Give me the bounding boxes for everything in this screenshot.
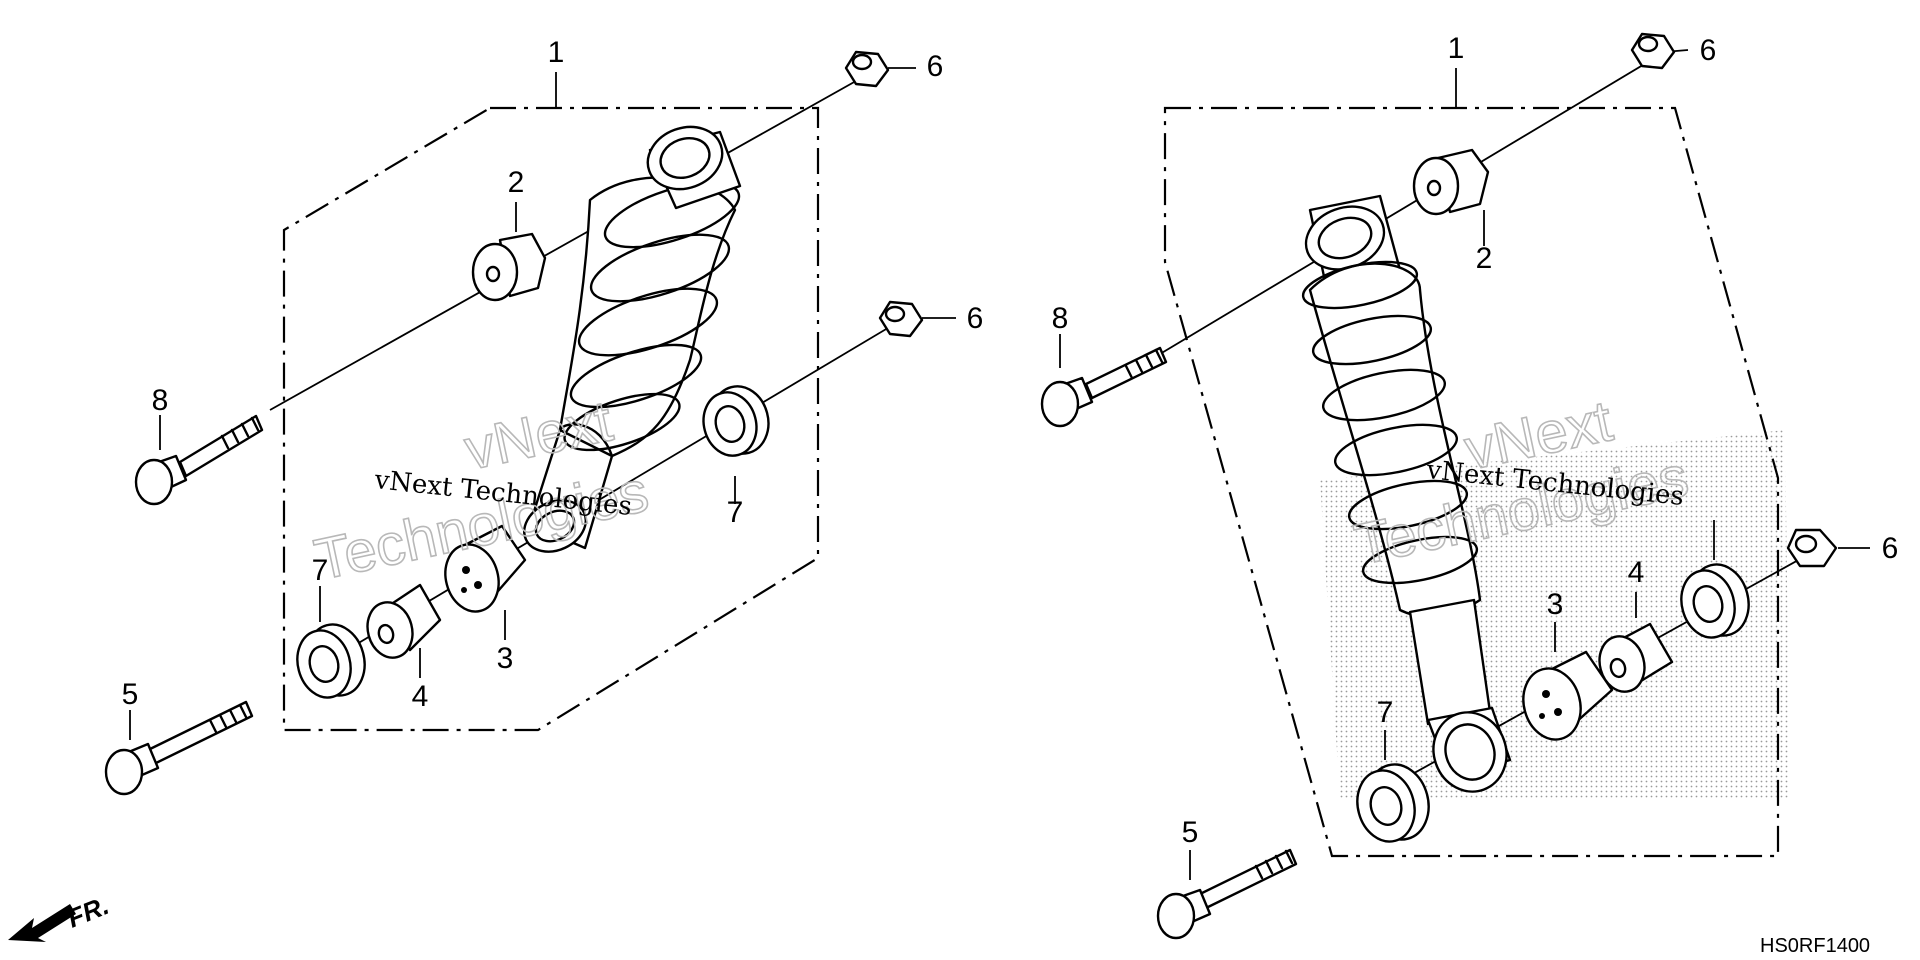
- left-label-4: 4: [412, 680, 429, 713]
- left-shock-absorber: [523, 125, 742, 553]
- right-bolt-5: [1156, 848, 1298, 940]
- right-label-6-top: 6: [1700, 34, 1717, 67]
- right-dust-seal-right: [1680, 563, 1750, 639]
- left-label-2: 2: [508, 166, 525, 199]
- left-bolt-8: [134, 414, 264, 506]
- front-direction-label: FR.: [63, 890, 113, 934]
- right-label-6-mid: 6: [1882, 532, 1899, 565]
- right-label-4: 4: [1628, 556, 1645, 589]
- left-label-1: 1: [548, 36, 565, 69]
- left-label-5: 5: [122, 678, 139, 711]
- left-bushing-3: [444, 524, 527, 613]
- right-assembly-boundary: [1163, 106, 1780, 858]
- right-label-7-lower: 7: [1377, 696, 1394, 729]
- right-flange-nut-mid: [1786, 528, 1838, 568]
- left-bushing-2: [471, 232, 547, 302]
- left-assembly-boundary: [282, 106, 820, 732]
- right-dust-seal-lower: [1356, 763, 1430, 843]
- right-flange-nut-top: [1630, 32, 1676, 70]
- left-dust-seal-lower: [296, 623, 366, 699]
- right-label-8: 8: [1052, 302, 1069, 335]
- left-dust-seal-upper: [702, 385, 770, 457]
- right-bolt-8: [1040, 346, 1168, 428]
- right-label-1: 1: [1448, 32, 1465, 65]
- right-label-3: 3: [1547, 588, 1564, 621]
- left-collar-4: [366, 583, 442, 659]
- left-label-6-mid: 6: [967, 302, 984, 335]
- right-bushing-2: [1412, 148, 1490, 216]
- left-label-8: 8: [152, 384, 169, 417]
- left-flange-nut-mid: [878, 300, 924, 338]
- left-assembly: 1 2 6 6 8 7 7 3 4 5 vNext Technologies v…: [104, 36, 984, 796]
- left-label-3: 3: [497, 642, 514, 675]
- left-label-7-upper: 7: [727, 496, 744, 529]
- right-bushing-3: [1522, 650, 1614, 741]
- left-label-7-lower: 7: [312, 554, 329, 587]
- left-flange-nut-top: [844, 50, 890, 88]
- left-bolt-5: [104, 700, 254, 796]
- right-shock-absorber: [1301, 194, 1512, 793]
- right-label-2: 2: [1476, 242, 1493, 275]
- diagram-code: HS0RF1400: [1760, 935, 1870, 957]
- right-collar-4: [1598, 622, 1674, 693]
- right-label-5: 5: [1182, 816, 1199, 849]
- left-label-6-top: 6: [927, 50, 944, 83]
- right-assembly: 1 6 2 6 8 4 3 7 5 vNext Technologies vNe…: [1040, 32, 1899, 940]
- front-direction-arrow-icon: FR.: [8, 890, 113, 942]
